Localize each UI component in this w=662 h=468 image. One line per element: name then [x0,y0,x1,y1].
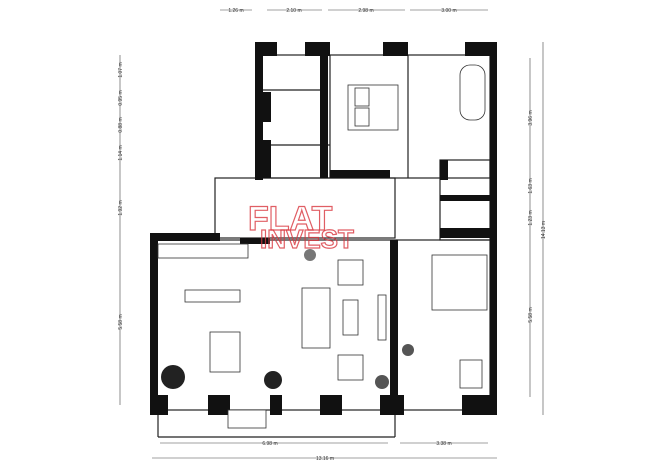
plant [304,249,316,261]
dim-left-5: 1.92 m [118,200,124,215]
dim-top-2: 2.10 m [286,8,301,14]
dim-top-3: 2.98 m [358,8,373,14]
dim-bottom-2: 3.38 m [436,441,451,447]
armchair-living [337,259,364,286]
tv-unit [377,294,387,341]
dim-left-2: 0.95 m [118,90,124,105]
svg-text:INVEST: INVEST [260,224,354,254]
coffee-table [342,299,359,336]
left-dimensions: 1.07 m 0.95 m 0.88 m 1.14 m 1.92 m 5.58 … [118,55,124,405]
pillow [354,107,370,127]
svg-text:FLAT: FLAT [248,200,333,238]
plant [264,371,282,389]
walls [150,42,497,415]
armchair [459,359,483,389]
dim-right-3: 1.23 m [528,210,534,225]
bathtub [459,64,486,121]
dim-left-6: 5.58 m [118,314,124,329]
right-dimensions: 3.96 m 1.63 m 1.23 m 5.58 m 14.13 m [528,42,547,415]
sofa [301,287,331,349]
dim-left-4: 1.14 m [118,145,124,160]
balcony-table [227,409,267,429]
plant [375,375,389,389]
bottom-dimensions: 6.98 m 3.38 m 13.16 m [152,441,497,462]
furniture [157,64,488,429]
dim-bottom-total: 13.16 m [316,456,334,462]
dim-left-3: 0.88 m [118,117,124,132]
dim-left-1: 1.07 m [118,62,124,77]
plant [161,365,185,389]
bed-lower [431,254,488,311]
watermark-logo: FLAT INVEST [247,199,354,254]
dim-right-2: 1.63 m [528,178,534,193]
dim-right-total: 14.13 m [541,221,547,239]
dim-top-4: 3.00 m [441,8,456,14]
top-dimensions: 1.26 m 2.10 m 2.98 m 3.00 m [220,8,488,14]
plant [402,344,414,356]
kitchen-counter [157,243,249,259]
armchair-living [337,354,364,381]
pillow [354,87,370,107]
dim-right-4: 5.58 m [528,307,534,322]
dining-table [209,331,241,373]
dim-bottom-1: 6.98 m [262,441,277,447]
kitchen-island [184,289,241,303]
balcony-railing [157,415,396,438]
dim-right-1: 3.96 m [528,110,534,125]
dim-top-1: 1.26 m [228,8,243,14]
